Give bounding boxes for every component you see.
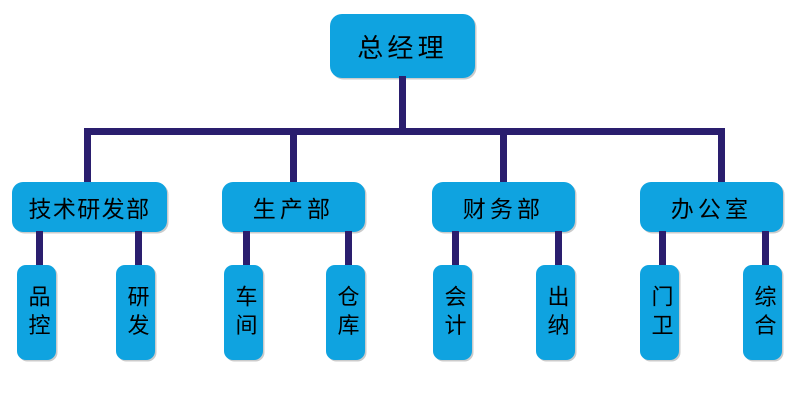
connector-dept3-to-leaf2 (555, 231, 562, 267)
node-leaf-security-guard[interactable]: 门卫 (640, 265, 679, 360)
node-dept-finance[interactable]: 财务部 (432, 182, 575, 232)
connector-dept2-to-leaf2 (345, 231, 352, 267)
node-leaf-warehouse[interactable]: 仓库 (326, 265, 365, 360)
connector-root-stem (399, 76, 406, 134)
node-label: 门卫 (647, 284, 673, 343)
connector-dept3-to-leaf1 (452, 231, 459, 267)
node-label: 研发 (123, 284, 149, 343)
node-label: 出纳 (543, 284, 569, 343)
node-dept-technology-rnd[interactable]: 技术研发部 (12, 182, 167, 232)
node-dept-production[interactable]: 生产部 (222, 182, 365, 232)
connector-bus-to-dept-1 (84, 128, 91, 186)
node-leaf-cashier[interactable]: 出纳 (536, 265, 575, 360)
connector-bus-to-dept-4 (718, 128, 725, 186)
node-label: 品控 (24, 284, 50, 343)
node-label: 会计 (440, 284, 466, 343)
connector-dept1-to-leaf1 (36, 231, 43, 267)
node-leaf-general-affairs[interactable]: 综合 (743, 265, 782, 360)
node-label: 办公室 (670, 197, 753, 223)
node-leaf-research-development[interactable]: 研发 (116, 265, 155, 360)
connector-dept4-to-leaf2 (762, 231, 769, 267)
node-label: 财务部 (462, 197, 545, 223)
node-leaf-quality-control[interactable]: 品控 (17, 265, 56, 360)
node-label: 仓库 (333, 284, 359, 343)
connector-horizontal-bus (84, 128, 725, 135)
node-dept-office[interactable]: 办公室 (640, 182, 783, 232)
node-root-general-manager[interactable]: 总经理 (330, 14, 475, 78)
connector-dept4-to-leaf1 (659, 231, 666, 267)
connector-dept2-to-leaf1 (243, 231, 250, 267)
node-label: 总经理 (357, 33, 448, 64)
connector-dept1-to-leaf2 (135, 231, 142, 267)
connector-bus-to-dept-2 (290, 128, 297, 186)
connector-bus-to-dept-3 (500, 128, 507, 186)
node-leaf-accounting[interactable]: 会计 (433, 265, 472, 360)
node-leaf-workshop[interactable]: 车间 (224, 265, 263, 360)
node-label: 车间 (231, 284, 257, 343)
node-label: 综合 (750, 284, 776, 343)
node-label: 技术研发部 (28, 197, 151, 223)
node-label: 生产部 (252, 197, 335, 223)
